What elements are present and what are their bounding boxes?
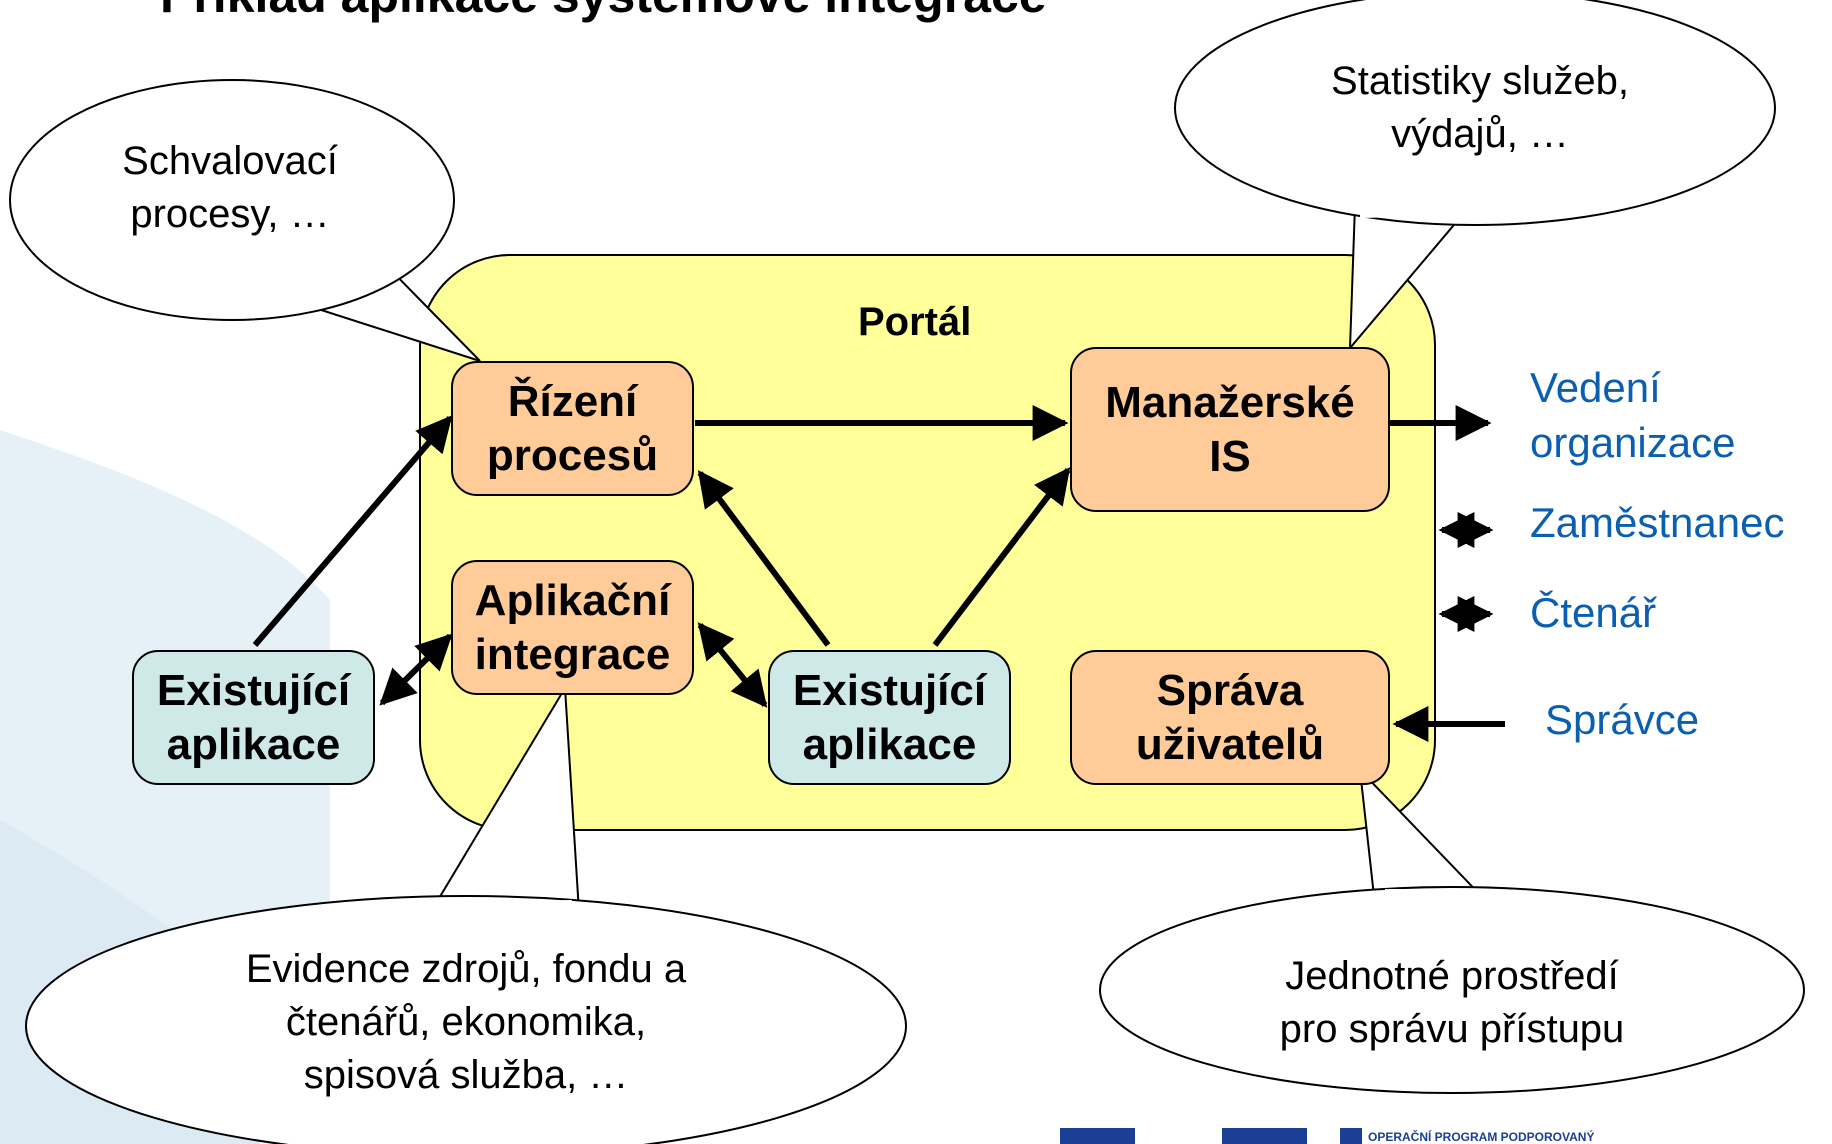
bubble-text-jednotne: Jednotné prostředí pro správu přístupu [1279,954,1625,1051]
eu-fund-logo [1222,1128,1307,1144]
connectors [252,405,1505,742]
portal-label: Portál [858,300,972,344]
slide-title: Příklad aplikace systémové integrace [160,0,1360,24]
arrow-existleft-to-rizeni [252,415,453,647]
bubble-evidence [25,684,907,1144]
actor-spravce: Správce [1545,696,1700,743]
bubble-statistiky [1174,0,1776,351]
bubble-text-schvalovaci: Schvalovací procesy, … [122,139,338,236]
footer-logo-text: OPERAČNÍ PROGRAM PODPOROVANÝ [1368,1130,1595,1144]
actor-zamestnanec: Zaměstnanec [1530,499,1785,546]
actor-vedeni-organizace: Vedení organizace [1530,364,1736,466]
bubble-text-evidence: Evidence zdrojů, fondu a čtenářů, ekonom… [245,947,687,1097]
bubble-jednotne [1099,767,1805,1094]
arrow-existmid-to-manazerske [932,467,1071,647]
actor-ctenar: Čtenář [1530,589,1657,636]
arrow-existmid-to-rizeni [697,470,831,647]
arrow-integrace-existmid [697,622,768,708]
bubble-text-statistiky: Statistiky služeb, výdajů, … [1331,59,1629,156]
bubble-schvalovaci [9,79,481,362]
op-logo [1340,1128,1362,1144]
eu-flag-logo [1060,1128,1135,1144]
arrow-existleft-integrace [379,633,453,706]
